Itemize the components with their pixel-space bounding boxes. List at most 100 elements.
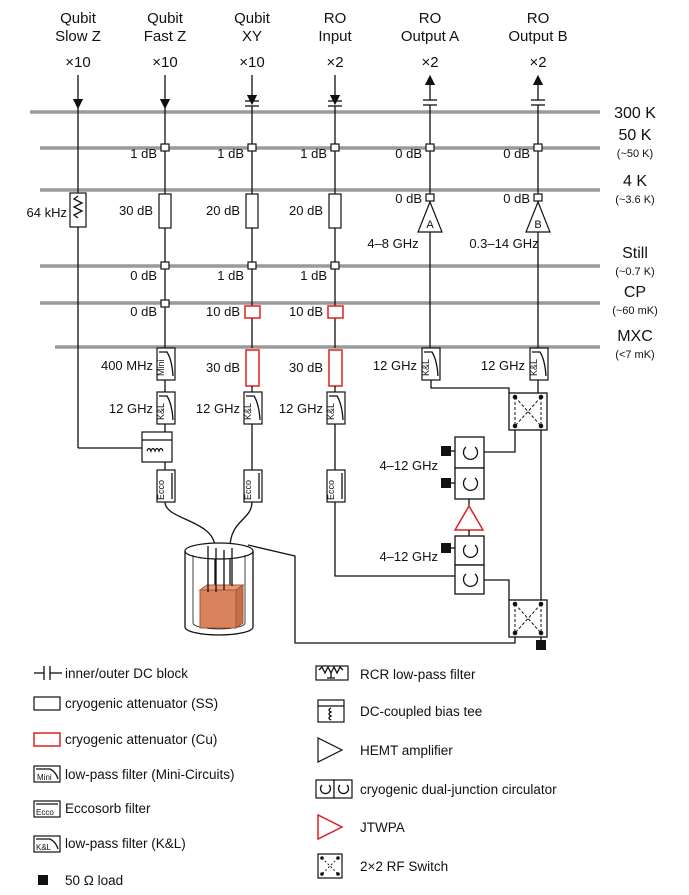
legend-mini-tag: Mini — [37, 773, 52, 782]
kl-freq-xy: 12 GHz — [196, 401, 240, 416]
header-line-6-bottom: Output B — [508, 28, 567, 45]
stage-still-label: Still — [622, 245, 648, 262]
legend-rcr: RCR low-pass filter — [315, 665, 476, 682]
header-line-5-top: RO — [419, 10, 442, 27]
stage-mxc-label: MXC — [617, 328, 653, 345]
50-ohm-load-icon — [441, 543, 451, 553]
attenuator-icon — [160, 299, 170, 308]
circ-band-2: 4–12 GHz — [379, 549, 438, 564]
header-line-2-top: Qubit — [147, 10, 184, 27]
line-slow-z: 64 kHz — [27, 75, 142, 449]
att-50k-outb: 0 dB — [503, 146, 530, 161]
ecco-tag: Ecco — [326, 480, 336, 500]
header-line-4-count: ×2 — [326, 54, 343, 71]
legend-ecco: Ecco Eccosorb filter — [33, 800, 151, 818]
line-ro-output-b: 0 dB 0 dB B 0.3–14 GHz K&L 12 GHz — [469, 74, 551, 393]
cu-attenuator-icon — [327, 305, 344, 319]
kl-tag: K&L — [243, 403, 253, 420]
header-line-1-bottom: Slow Z — [55, 28, 101, 45]
line-ro-input: 1 dB 20 dB 1 dB 10 dB 30 dB K&L 12 GHz E… — [279, 75, 455, 577]
band-a-label: 4–8 GHz — [367, 236, 418, 251]
header-line-6-top: RO — [527, 10, 550, 27]
jtwpa-icon — [453, 504, 485, 531]
legend-ecco-tag: Ecco — [36, 808, 54, 817]
sample-box — [199, 589, 237, 629]
stage-300k-label: 300 K — [614, 105, 656, 122]
kl-freq-roin: 12 GHz — [279, 401, 323, 416]
legend-attenuator-ss: cryogenic attenuator (SS) — [33, 696, 218, 711]
header-line-1-count: ×10 — [65, 54, 90, 71]
att-still-xy: 1 dB — [217, 268, 244, 283]
att-4k-roin: 20 dB — [289, 203, 323, 218]
att-mxc-xy: 30 dB — [206, 360, 240, 375]
legend-kl-text: low-pass filter (K&L) — [65, 836, 186, 851]
legend-bias-tee-text: DC-coupled bias tee — [360, 704, 482, 719]
legend-bias-tee: DC-coupled bias tee — [317, 699, 482, 723]
att-4k-fastz: 30 dB — [119, 203, 153, 218]
header-line-5-count: ×2 — [421, 54, 438, 71]
stage-50k-label: 50 K — [619, 127, 652, 144]
stage-cp-temp: (~60 mK) — [612, 305, 658, 317]
legend-jtwpa-text: JTWPA — [360, 820, 405, 835]
attenuator-icon — [247, 143, 257, 152]
line-ro-output-a: 0 dB 0 dB A 4–8 GHz K&L 12 GHz — [367, 74, 510, 393]
kl-freq-outa: 12 GHz — [373, 358, 417, 373]
circulator-icon — [454, 436, 485, 469]
att-cp-xy: 10 dB — [206, 304, 240, 319]
att-cp-fastz: 0 dB — [130, 304, 157, 319]
legend-switch: 2×2 RF Switch — [317, 853, 448, 879]
legend-dc-block: inner/outer DC block — [34, 666, 188, 681]
legend-kl: K&L low-pass filter (K&L) — [33, 835, 186, 853]
header-line-4-bottom: Input — [318, 28, 352, 45]
mini-freq-label: 400 MHz — [101, 358, 153, 373]
attenuator-icon — [245, 193, 259, 229]
cu-attenuator-icon — [245, 349, 260, 387]
circulator-icon — [454, 535, 485, 566]
rcr-freq-label: 64 kHz — [27, 205, 67, 220]
amp-b-label: B — [534, 219, 541, 231]
stage-labels: 300 K 50 K (~50 K) 4 K (~3.6 K) Still (~… — [612, 105, 658, 361]
legend-switch-text: 2×2 RF Switch — [360, 859, 448, 874]
kl-filter-icon — [529, 347, 549, 381]
header-line-5-bottom: Output A — [401, 28, 459, 45]
legend-att-ss-text: cryogenic attenuator (SS) — [65, 696, 218, 711]
eccosorb-filter-icon — [326, 469, 346, 503]
att-cp-roin: 10 dB — [289, 304, 323, 319]
kl-tag: K&L — [421, 359, 431, 376]
attenuator-icon — [328, 193, 342, 229]
legend-mini: Mini low-pass filter (Mini-Circuits) — [33, 765, 235, 783]
kl-filter-icon — [243, 391, 263, 425]
bias-tee-icon — [141, 431, 173, 463]
stage-still-temp: (~0.7 K) — [615, 266, 654, 278]
legend-dc-block-text: inner/outer DC block — [65, 666, 188, 681]
eccosorb-filter-icon — [243, 469, 263, 503]
legend-right: RCR low-pass filter DC-coupled bias tee … — [315, 665, 557, 879]
att-50k-xy: 1 dB — [217, 146, 244, 161]
att-mxc-roin: 30 dB — [289, 360, 323, 375]
cu-attenuator-icon — [328, 349, 343, 387]
kl-freq-outb: 12 GHz — [481, 358, 525, 373]
band-b-label: 0.3–14 GHz — [469, 236, 538, 251]
ecco-tag: Ecco — [156, 480, 166, 500]
header-line-2-count: ×10 — [152, 54, 177, 71]
att-4k-outb: 0 dB — [503, 191, 530, 206]
stage-4k-label: 4 K — [623, 173, 647, 190]
amp-a-label: A — [426, 219, 434, 231]
legend-hemt: HEMT amplifier — [317, 737, 453, 763]
header-line-6-count: ×2 — [529, 54, 546, 71]
kl-filter-icon — [156, 391, 176, 425]
attenuator-icon — [330, 261, 340, 270]
legend-circulator-text: cryogenic dual-junction circulator — [360, 782, 557, 797]
header-line-3-count: ×10 — [239, 54, 264, 71]
column-headers: Qubit Slow Z ×10 Qubit Fast Z ×10 Qubit … — [55, 10, 568, 71]
legend-hemt-text: HEMT amplifier — [360, 743, 453, 758]
attenuator-icon — [160, 261, 170, 270]
mini-circuits-filter-icon — [156, 347, 176, 381]
att-50k-fastz: 1 dB — [130, 146, 157, 161]
sample-holder — [184, 542, 254, 636]
ecco-tag: Ecco — [243, 480, 253, 500]
header-line-1-top: Qubit — [60, 10, 97, 27]
legend-mini-text: low-pass filter (Mini-Circuits) — [65, 767, 235, 782]
50-ohm-load-icon — [441, 478, 451, 488]
stage-cp-label: CP — [624, 284, 646, 301]
